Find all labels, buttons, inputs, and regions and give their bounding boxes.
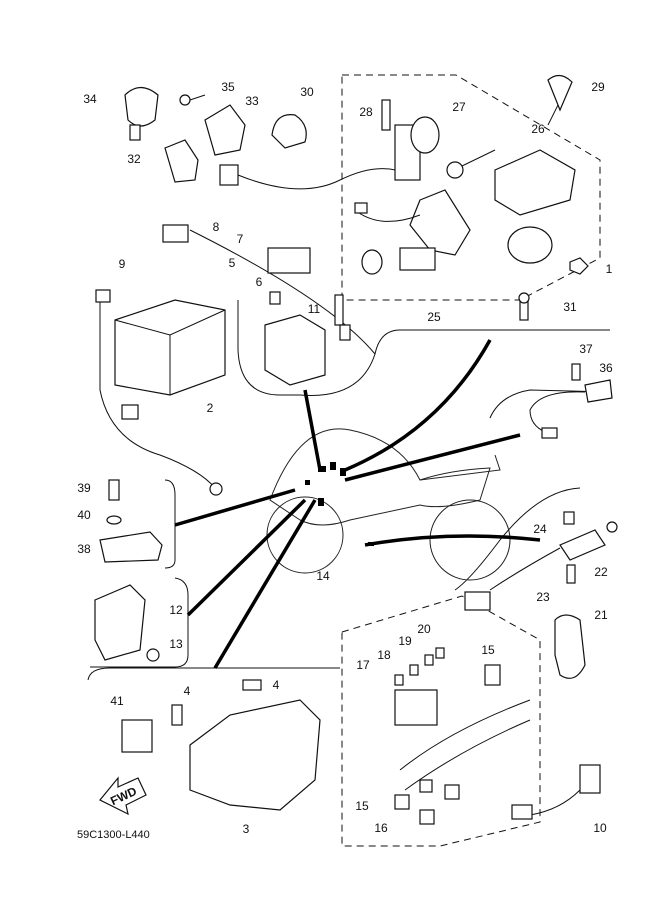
callout-41: 41 — [110, 694, 124, 708]
leader-line — [186, 498, 307, 617]
callout-30: 30 — [300, 85, 314, 99]
callout-1: 1 — [606, 262, 613, 276]
callout-37: 37 — [579, 342, 593, 356]
callout-38: 38 — [77, 542, 91, 556]
region-outline — [90, 577, 189, 668]
callout-40: 40 — [77, 508, 91, 522]
parts — [94, 74, 618, 825]
callout-5: 5 — [229, 256, 236, 270]
callout-29: 29 — [591, 80, 605, 94]
callout-32: 32 — [127, 152, 141, 166]
region-outline — [189, 229, 376, 396]
region-outline — [489, 389, 611, 419]
diagram-code: 59C1300-L440 — [77, 829, 150, 841]
callout-18: 18 — [377, 648, 391, 662]
leader-line — [303, 389, 322, 471]
callout-20: 20 — [417, 622, 431, 636]
callout-4: 4 — [184, 684, 191, 698]
callout-11: 11 — [308, 302, 321, 316]
callout-19: 19 — [398, 634, 412, 648]
callout-27: 27 — [452, 100, 466, 114]
forward-arrow-icon: FWD — [99, 776, 147, 816]
callout-13: 13 — [169, 637, 183, 651]
callout-17: 17 — [356, 658, 370, 672]
leader-line — [344, 339, 492, 472]
callout-15: 15 — [481, 643, 495, 657]
group-14-boundary — [341, 595, 541, 847]
callout-35: 35 — [221, 80, 235, 94]
callout-31: 31 — [563, 300, 577, 314]
callout-4: 4 — [273, 678, 280, 692]
leader-line — [213, 499, 317, 669]
callout-8: 8 — [213, 220, 220, 234]
callout-22: 22 — [594, 565, 608, 579]
callout-16: 16 — [374, 821, 388, 835]
leader-line — [364, 534, 541, 547]
region-outline — [164, 479, 176, 569]
callout-2: 2 — [207, 401, 214, 415]
callout-15: 15 — [355, 799, 369, 813]
callout-28: 28 — [359, 105, 373, 119]
callout-34: 34 — [83, 92, 97, 106]
group-25-boundary — [341, 74, 601, 301]
callout-39: 39 — [77, 481, 91, 495]
callout-12: 12 — [169, 603, 183, 617]
leader-line — [174, 488, 296, 527]
callout-7: 7 — [237, 232, 244, 246]
callout-26: 26 — [531, 122, 545, 136]
callout-25: 25 — [427, 310, 441, 324]
motorcycle-silhouette — [266, 428, 511, 581]
callout-33: 33 — [245, 94, 259, 108]
callout-23: 23 — [536, 590, 550, 604]
callout-14: 14 — [316, 569, 330, 583]
callout-21: 21 — [594, 608, 608, 622]
region-outline — [374, 329, 610, 355]
harness-markers — [305, 462, 374, 546]
callout-6: 6 — [256, 275, 263, 289]
callout-36: 36 — [599, 361, 613, 375]
callout-10: 10 — [593, 821, 607, 835]
callout-3: 3 — [243, 822, 250, 836]
region-outline — [87, 667, 340, 681]
callout-9: 9 — [119, 257, 126, 271]
callout-24: 24 — [533, 522, 547, 536]
leader-line — [344, 433, 521, 482]
